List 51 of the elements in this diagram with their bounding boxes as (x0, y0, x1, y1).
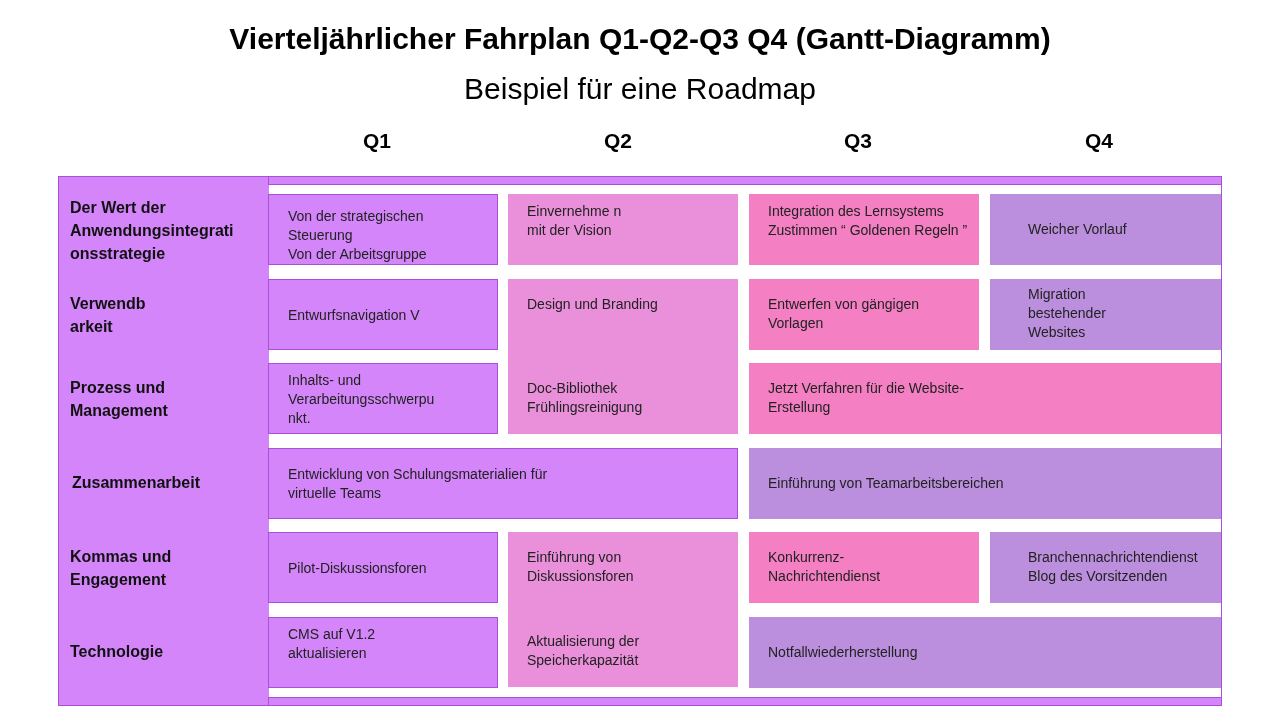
task-text: Entwerfen von gängigen Vorlagen (768, 295, 920, 333)
task-bar (990, 279, 1221, 350)
task-text: Von der Arbeitsgruppe (288, 245, 428, 264)
task-bar (508, 279, 738, 434)
task-bar (268, 279, 498, 350)
task-bar (749, 448, 1221, 519)
task-text: Einvernehme n mit der Vision (527, 202, 622, 240)
diagram-title: Vierteljährlicher Fahrplan Q1-Q2-Q3 Q4 (Gantt-Diagramm) (228, 22, 1052, 56)
task-text: CMS auf V1.2 aktualisieren (288, 625, 377, 663)
task-text: Inhalts- und Verarbeitungsschwerpu nkt. (288, 371, 436, 428)
row-heading: Verwendb arkeit (70, 294, 147, 337)
task-text: Integration des Lernsystems Zustimmen “ Goldenen Regeln ” (768, 202, 968, 240)
quarter-heading: Q3 (843, 129, 873, 153)
task-bar (990, 194, 1221, 265)
task-text: Design und Branding (527, 295, 659, 314)
row-heading: Der Wert der Anwendungsintegrati onsstrategie (70, 198, 235, 264)
task-text: Weicher Vorlauf (1028, 220, 1128, 239)
quarter-heading: Q4 (1084, 129, 1114, 153)
task-bar (268, 194, 498, 265)
task-bar (268, 532, 498, 603)
task-text: Migration bestehender Websites (1028, 285, 1107, 342)
task-text: Von der strategischen Steuerung (288, 207, 425, 245)
task-text: Jetzt Verfahren für die Website- Erstellung (768, 379, 965, 417)
task-bar (508, 194, 738, 265)
task-bar (268, 617, 498, 688)
task-text: Entwurfsnavigation V (288, 306, 421, 325)
task-text: Pilot-Diskussionsforen (288, 559, 428, 578)
task-text: Aktualisierung der Speicherkapazität (527, 632, 641, 670)
row-heading: Kommas und Engagement (70, 547, 173, 590)
task-text: Konkurrenz- Nachrichtendienst (768, 548, 882, 586)
task-bar (508, 532, 738, 687)
quarter-heading: Q1 (362, 129, 392, 153)
row-heading: Prozess und Management (70, 378, 169, 421)
task-text: Einführung von Diskussionsforen (527, 548, 635, 586)
task-bar (749, 532, 979, 603)
task-bar (268, 363, 498, 434)
row-heading: Technologie (70, 642, 165, 662)
task-bar (990, 532, 1221, 603)
task-text: Doc-Bibliothek Frühlingsreinigung (527, 379, 644, 417)
task-text: Einführung von Teamarbeitsbereichen (768, 474, 1005, 493)
diagram-subtitle: Beispiel für eine Roadmap (463, 72, 817, 106)
task-text: Entwicklung von Schulungsmaterialien für virtuelle Teams (288, 465, 549, 503)
task-bar (749, 279, 979, 350)
task-bar (749, 194, 979, 265)
quarter-heading: Q2 (603, 129, 633, 153)
row-heading: Zusammenarbeit (72, 473, 202, 493)
task-text: Notfallwiederherstellung (768, 643, 919, 662)
task-bar (749, 363, 1221, 434)
task-bar (749, 617, 1221, 688)
task-text: Branchennachrichtendienst Blog des Vorsitzenden (1028, 548, 1199, 586)
task-bar (268, 448, 738, 519)
